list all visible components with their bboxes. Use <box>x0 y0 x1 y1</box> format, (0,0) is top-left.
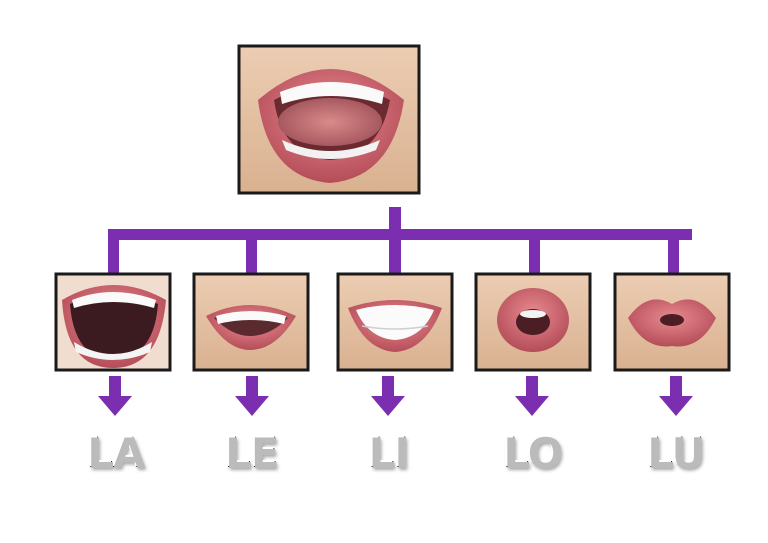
arrow-down-icon <box>371 376 405 416</box>
mouth-image-la <box>54 272 172 372</box>
arrow-down-icon <box>235 376 269 416</box>
syllable-label-lu: LU <box>620 428 730 477</box>
down-arrows <box>98 376 693 416</box>
syllable-label-la: LA <box>60 428 170 477</box>
syllable-label-le: LE <box>196 428 306 477</box>
mouth-image-lu <box>613 272 731 372</box>
arrow-down-icon <box>98 376 132 416</box>
mouth-image-li <box>336 272 454 372</box>
syllable-label-lo: LO <box>477 428 587 477</box>
syllable-label-li: LI <box>333 428 443 477</box>
top-mouth-image <box>237 44 421 195</box>
arrow-down-icon <box>515 376 549 416</box>
mouth-image-lo <box>474 272 592 372</box>
connector-lines <box>108 207 692 273</box>
mouth-image-le <box>192 272 310 372</box>
arrow-down-icon <box>659 376 693 416</box>
